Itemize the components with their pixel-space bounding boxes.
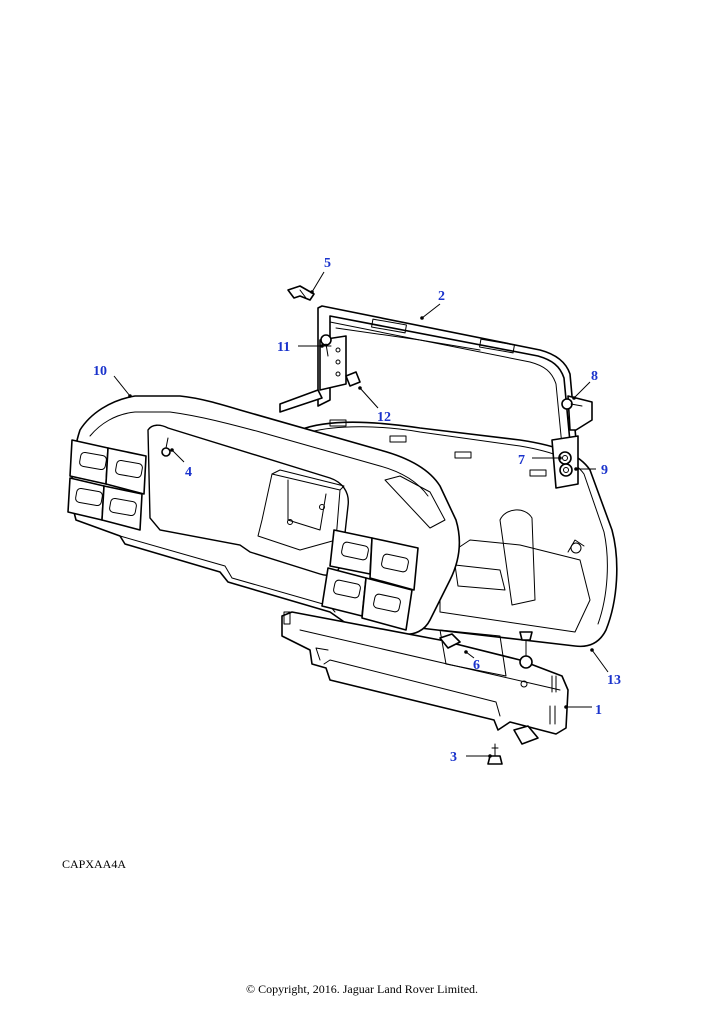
callout-10: 10 [93,364,107,379]
callout-7: 7 [518,453,525,468]
part-11-screw [320,334,332,357]
rail-bolt-upper [519,631,533,669]
leader-lines [113,271,609,758]
part-8-screw [561,398,583,410]
part-1-lower-rail [281,611,569,735]
callout-1: 1 [595,703,602,718]
callout-9: 9 [601,463,608,478]
callout-13: 13 [607,673,621,688]
callout-4: 4 [185,465,192,480]
part-4-screw [161,437,171,457]
callout-6: 6 [473,658,480,673]
part-3-bolt [487,743,503,765]
callout-12: 12 [377,410,391,425]
rail-clip-right [513,725,539,745]
drawing-code: CAPXAA4A [62,857,127,871]
callouts: 1 2 3 4 5 6 7 8 9 10 11 12 13 [93,256,621,765]
callout-3: 3 [450,750,457,765]
part-9-nut [559,463,573,477]
callout-5: 5 [324,256,331,271]
part-6-nut [439,633,461,649]
part-5-clip [287,285,315,301]
callout-11: 11 [277,340,290,355]
callout-8: 8 [591,369,598,384]
copyright-notice: © Copyright, 2016. Jaguar Land Rover Lim… [245,982,479,996]
part-12-nut [345,371,361,387]
callout-2: 2 [438,289,445,304]
